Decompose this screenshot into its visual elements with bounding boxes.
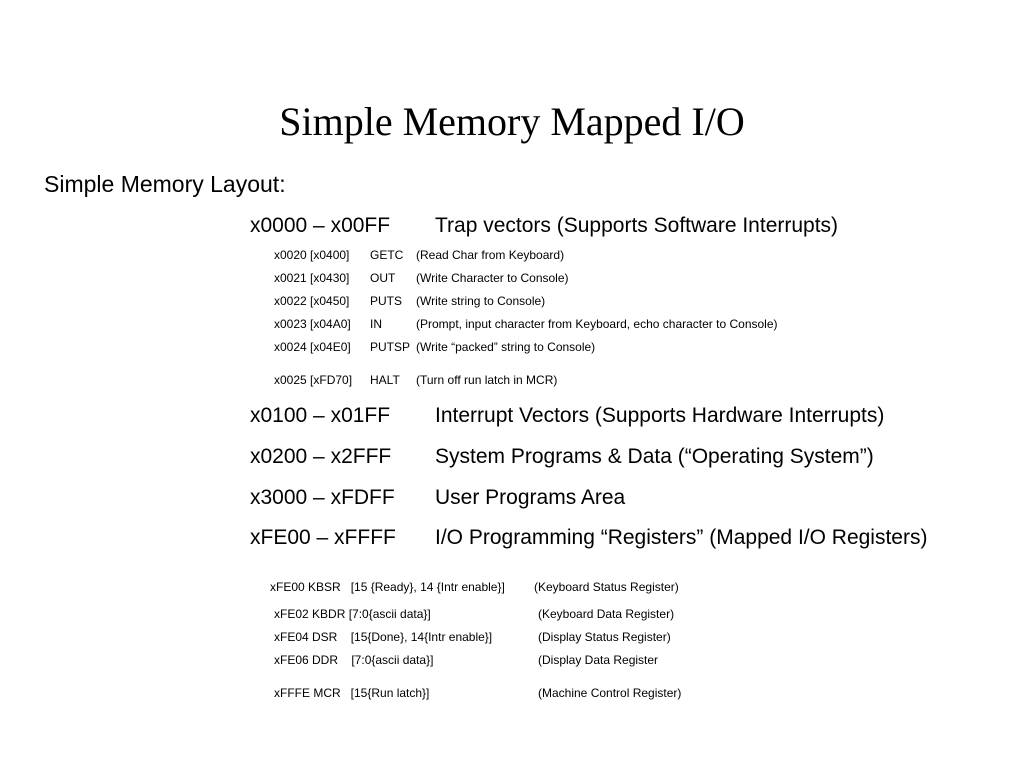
register-description: (Display Status Register) [538, 630, 671, 644]
range-description: User Programs Area [435, 486, 626, 509]
range-description: Interrupt Vectors (Supports Hardware Int… [435, 404, 885, 427]
register-description: (Keyboard Status Register) [534, 580, 679, 594]
trap-name: OUT [370, 271, 396, 285]
trap-name: PUTSP [370, 340, 411, 354]
trap-name: GETC [370, 248, 404, 262]
trap-address: x0024 [x04E0] [274, 340, 351, 354]
trap-description: (Write “packed” string to Console) [416, 340, 596, 354]
trap-entry-putsp: x0024 [x04E0] PUTSP (Write “packed” string… [274, 339, 595, 355]
register-definition: xFE00 KBSR [15 {Ready}, 14 {Intr enable}… [270, 580, 505, 594]
trap-description: (Turn off run latch in MCR) [416, 373, 558, 387]
trap-address: x0025 [xFD70] [274, 373, 353, 387]
range-trap-vectors: x0000 – x00FF Trap vectors (Supports Soft… [250, 213, 838, 239]
trap-description: (Read Char from Keyboard) [416, 248, 565, 262]
trap-address: x0020 [x0400] [274, 248, 350, 262]
trap-name: HALT [370, 373, 400, 387]
trap-entry-getc: x0020 [x0400] GETC (Read Char from Keyboar… [274, 247, 564, 263]
register-kbsr: xFE00 KBSR [15 {Ready}, 14 {Intr enable}… [270, 579, 679, 595]
trap-description: (Prompt, input character from Keyboard, … [416, 317, 778, 331]
register-dsr: xFE04 DSR [15{Done}, 14{Intr enable}] (Di… [274, 629, 671, 645]
trap-name: PUTS [370, 294, 403, 308]
range-system-programs: x0200 – x2FFF System Programs & Data (“Op… [250, 444, 874, 470]
register-definition: xFFFE MCR [15{Run latch}] [274, 686, 430, 700]
trap-description: (Write string to Console) [416, 294, 546, 308]
register-definition: xFE04 DSR [15{Done}, 14{Intr enable}] [274, 630, 493, 644]
register-ddr: xFE06 DDR [7:0{ascii data}] (Display Data… [274, 652, 658, 668]
trap-address: x0022 [x0450] [274, 294, 350, 308]
register-definition: xFE02 KBDR [7:0{ascii data}] [274, 607, 431, 621]
range-interrupt-vectors: x0100 – x01FF Interrupt Vectors (Supports… [250, 403, 884, 429]
range-address: x0100 – x01FF [250, 404, 391, 427]
trap-description: (Write Character to Console) [416, 271, 569, 285]
range-io-registers: xFE00 – xFFFF I/O Programming “Registers”… [250, 525, 927, 551]
layout-heading: Simple Memory Layout: [44, 171, 286, 197]
trap-entry-out: x0021 [x0430] OUT (Write Character to Cons… [274, 270, 569, 286]
trap-name: IN [370, 317, 382, 331]
register-description: (Display Data Register [538, 653, 659, 667]
range-user-programs: x3000 – xFDFF User Programs Area [250, 485, 625, 511]
trap-entry-in: x0023 [x04A0] IN (Prompt, input character … [274, 316, 778, 332]
register-description: (Machine Control Register) [538, 686, 682, 700]
register-definition: xFE06 DDR [7:0{ascii data}] [274, 653, 434, 667]
range-address: x0000 – x00FF [250, 214, 391, 237]
register-kbdr: xFE02 KBDR [7:0{ascii data}] (Keyboard Da… [274, 606, 674, 622]
range-description: Trap vectors (Supports Software Interrup… [435, 214, 839, 237]
range-description: System Programs & Data (“Operating Syste… [435, 445, 874, 468]
register-description: (Keyboard Data Register) [538, 607, 675, 621]
range-description: I/O Programming “Registers” (Mapped I/O … [435, 526, 928, 549]
slide-title: Simple Memory Mapped I/O [279, 99, 745, 144]
trap-entry-halt: x0025 [xFD70] HALT (Turn off run latch in … [274, 372, 557, 388]
register-mcr: xFFFE MCR [15{Run latch}] (Machine Contro… [274, 685, 681, 701]
range-address: xFE00 – xFFFF [250, 526, 396, 549]
trap-entry-puts: x0022 [x0450] PUTS (Write string to Consol… [274, 293, 545, 309]
trap-address: x0023 [x04A0] [274, 317, 351, 331]
range-address: x0200 – x2FFF [250, 445, 392, 468]
trap-address: x0021 [x0430] [274, 271, 350, 285]
range-address: x3000 – xFDFF [250, 486, 395, 509]
